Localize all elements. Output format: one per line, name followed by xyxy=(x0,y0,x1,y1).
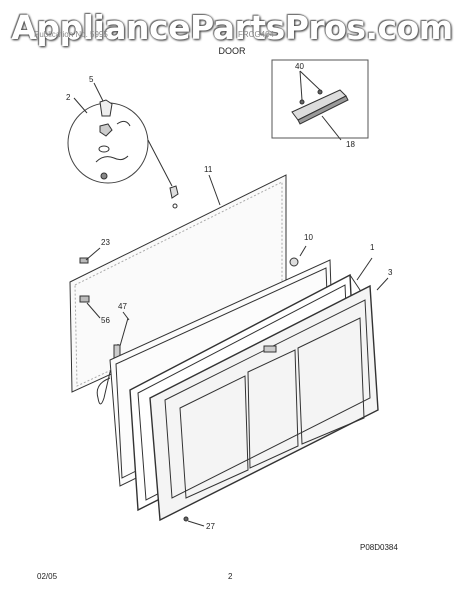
part-label: 40 xyxy=(295,62,304,71)
part-label: 3 xyxy=(388,268,393,277)
part-label: 2 xyxy=(66,93,71,102)
part-label: 23 xyxy=(101,238,110,247)
part-label: 10 xyxy=(304,233,313,242)
model-number: FRCG404 xyxy=(238,30,275,39)
part-label: 11 xyxy=(204,165,213,174)
drawing-code: P08D0384 xyxy=(360,543,398,552)
small-clips xyxy=(79,247,101,319)
part-label: 47 xyxy=(118,302,127,311)
hinge-detail-circle xyxy=(67,82,173,187)
watermark-logo: AppliancePartsPros.com xyxy=(11,8,453,47)
plug-part xyxy=(289,257,299,267)
publication-number: Publication No. 5995 xyxy=(34,30,108,39)
part-label: 27 xyxy=(206,522,215,531)
screw-part xyxy=(183,516,205,527)
inner-door-panel xyxy=(149,277,389,522)
part-label: 5 xyxy=(89,75,94,84)
part-label: 18 xyxy=(346,140,355,149)
part-label: 1 xyxy=(370,243,375,252)
part-label: 56 xyxy=(101,316,110,325)
section-title: DOOR xyxy=(218,46,246,56)
hinge-inset-box xyxy=(271,59,369,141)
page-number: 2 xyxy=(228,572,233,581)
footer-date: 02/05 xyxy=(37,572,58,581)
